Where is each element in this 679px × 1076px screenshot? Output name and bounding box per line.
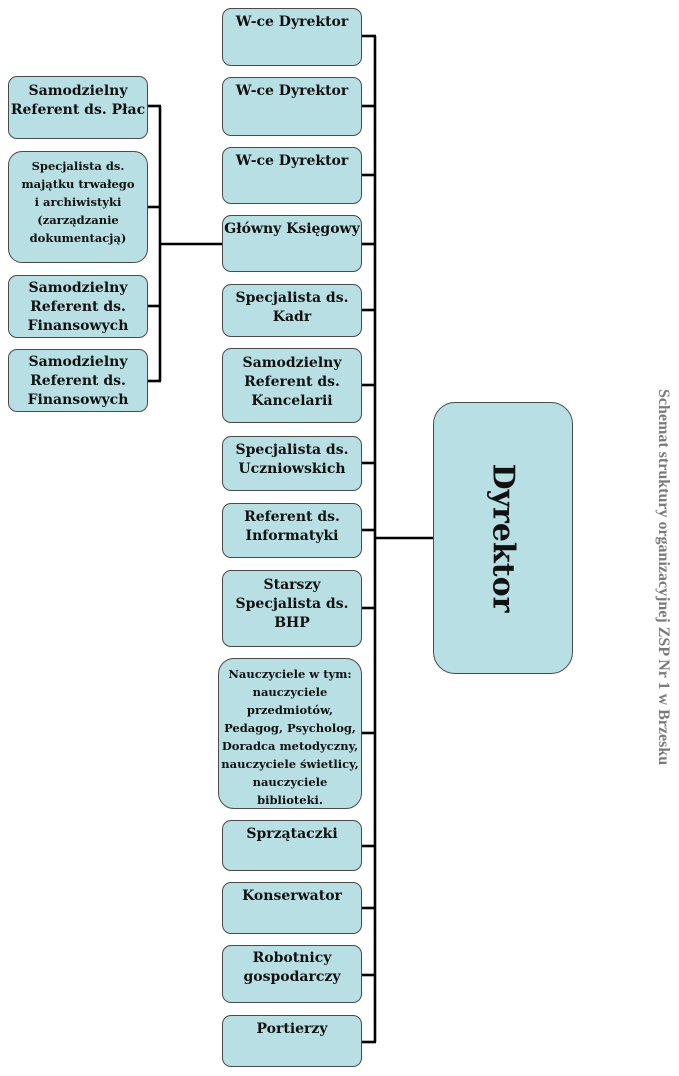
box-line: Samodzielny — [28, 280, 128, 296]
box-nauczyciele: Nauczyciele w tym: nauczyciele przedmiot… — [218, 658, 362, 809]
box-line: Robotnicy — [252, 950, 332, 966]
box-line: Uczniowskich — [238, 461, 346, 477]
box-line: BHP — [274, 615, 310, 631]
box-line: Informatyki — [245, 528, 339, 544]
box-line: Sprzątaczki — [246, 826, 338, 842]
box-referent-kancelarii: Samodzielny Referent ds. Kancelarii — [222, 348, 362, 423]
box-line: Doradca metodyczny, — [221, 739, 359, 753]
box-line: i archiwistyki — [34, 195, 122, 209]
box-line: Pedagog, Psycholog, — [224, 721, 356, 735]
box-specjalista-bhp: Starszy Specjalista ds. BHP — [222, 570, 362, 647]
box-w-ce-dyrektor-3: W-ce Dyrektor — [222, 147, 362, 204]
box-line: Starszy — [263, 577, 321, 593]
box-line: Główny Księgowy — [224, 221, 360, 237]
box-robotnicy-gospodarczy: Robotnicy gospodarczy — [222, 945, 362, 1003]
box-referent-informatyki: Referent ds. Informatyki — [222, 503, 362, 558]
box-konserwator: Konserwator — [222, 882, 362, 934]
box-line: Samodzielny — [242, 355, 342, 371]
box-line: Specjalista ds. — [235, 290, 349, 306]
box-w-ce-dyrektor-2: W-ce Dyrektor — [222, 77, 362, 136]
box-line: Portierzy — [256, 1021, 328, 1037]
box-referent-finansowych-1: Samodzielny Referent ds. Finansowych — [8, 275, 148, 338]
box-line: nauczyciele — [252, 775, 328, 789]
box-line: biblioteki. — [257, 793, 323, 807]
box-line: Specjalista ds. — [235, 442, 349, 458]
box-line: Referent ds. Płac — [10, 102, 146, 118]
box-line: Specjalista ds. — [31, 159, 125, 173]
box-specjalista-uczniowskich: Specjalista ds. Uczniowskich — [222, 436, 362, 491]
box-referent-plac: Samodzielny Referent ds. Płac — [8, 76, 148, 139]
box-portierzy: Portierzy — [222, 1015, 362, 1067]
box-specjalista-kadr: Specjalista ds. Kadr — [222, 284, 362, 337]
box-line: Nauczyciele w tym: — [228, 667, 352, 681]
box-line: nauczyciele — [252, 685, 328, 699]
box-line: Referent ds. — [244, 374, 340, 390]
box-line: Referent ds. — [30, 373, 126, 389]
box-line: Referent ds. — [244, 509, 340, 525]
box-line: Samodzielny — [28, 83, 128, 99]
box-w-ce-dyrektor-1: W-ce Dyrektor — [222, 8, 362, 66]
box-line: przedmiotów, — [246, 703, 334, 717]
box-line: W-ce Dyrektor — [235, 153, 349, 169]
box-line: Samodzielny — [28, 354, 128, 370]
box-sprzataczki: Sprzątaczki — [222, 820, 362, 871]
box-line: nauczyciele świetlicy, — [221, 757, 359, 771]
box-line: Kancelarii — [251, 393, 333, 409]
box-specjalista-majatku: Specjalista ds. majątku trwałego i archi… — [8, 151, 148, 263]
box-line: dokumentacją) — [29, 231, 127, 245]
box-dyrektor — [433, 402, 573, 674]
box-line: Finansowych — [27, 392, 129, 408]
box-referent-finansowych-2: Samodzielny Referent ds. Finansowych — [8, 349, 148, 412]
box-line: majątku trwałego — [21, 177, 135, 191]
box-line: W-ce Dyrektor — [235, 83, 349, 99]
box-line: Specjalista ds. — [235, 596, 349, 612]
dyrektor-label: Dyrektor — [485, 463, 521, 613]
box-line: W-ce Dyrektor — [235, 14, 349, 30]
box-line: Referent ds. — [30, 299, 126, 315]
box-line: Finansowych — [27, 318, 129, 334]
box-line: (zarządzanie — [37, 213, 119, 227]
box-line: Kadr — [272, 309, 312, 325]
diagram-title: Schemat struktury organizacyjnej ZSP Nr … — [655, 389, 672, 766]
box-line: Konserwator — [242, 888, 342, 904]
box-glowny-ksiegowy: Główny Księgowy — [222, 215, 362, 272]
box-line: gospodarczy — [243, 969, 341, 985]
